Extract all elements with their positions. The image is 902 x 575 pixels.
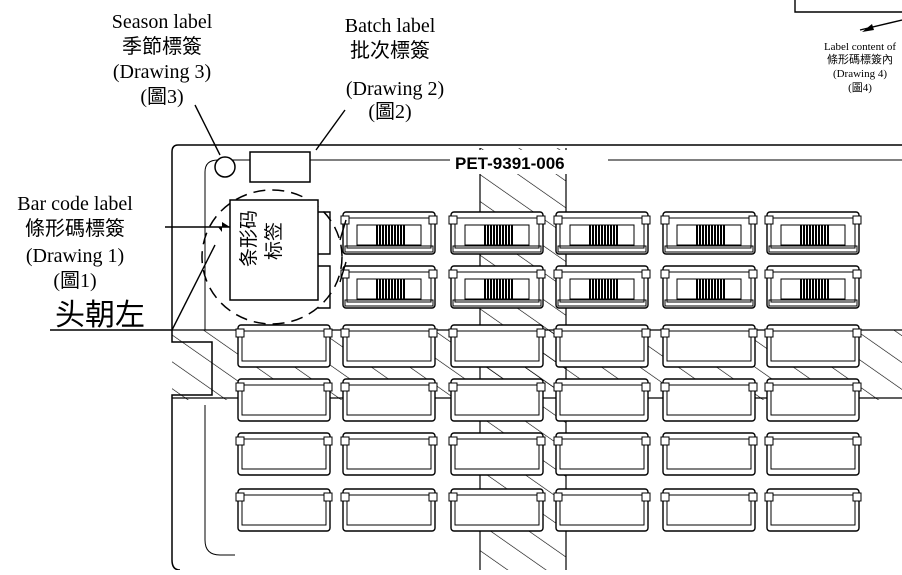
part-number: PET-9391-006 [455,154,565,173]
svg-text:Season label: Season label [112,11,213,33]
svg-text:(圖1): (圖1) [53,270,96,292]
sticker-text-col1: 条形码 [238,210,260,267]
pocket [660,211,758,255]
orientation-text: 头朝左 [55,299,145,332]
svg-text:(Drawing 4): (Drawing 4) [833,68,887,80]
pocket [448,265,546,309]
svg-text:批次標簽: 批次標簽 [350,39,430,62]
pocket [235,378,333,422]
pocket [553,211,651,255]
barcode-sticker: 条形码 标签 [229,199,319,301]
svg-text:條形碼標簽: 條形碼標簽 [25,217,125,240]
svg-text:Batch label: Batch label [345,15,436,37]
pocket [235,488,333,532]
pocket [553,324,651,368]
pocket [340,432,438,476]
svg-text:(Drawing 1): (Drawing 1) [26,245,124,267]
season-label-callout: Season label 季節標簽 (Drawing 3) (圖3) [112,11,213,108]
season-label-marker [214,156,236,178]
pocket [448,488,546,532]
batch-label-marker [249,151,311,183]
svg-text:Label content of: Label content of [824,41,896,53]
svg-text:(圖4): (圖4) [848,81,872,94]
pocket [553,265,651,309]
svg-text:(圖2): (圖2) [368,101,411,123]
pocket [448,432,546,476]
pocket [764,488,862,532]
batch-label-callout: Batch label 批次標簽 (Drawing 2) (圖2) [345,15,444,123]
pocket [553,432,651,476]
svg-text:季節標簽: 季節標簽 [122,35,202,58]
leader-lines [50,0,902,331]
sticker-text-col2: 标签 [263,222,285,260]
pocket [764,211,862,255]
pocket [660,265,758,309]
pocket [660,488,758,532]
pocket [448,211,546,255]
pocket [553,488,651,532]
pocket [660,378,758,422]
pocket [764,265,862,309]
pocket [764,432,862,476]
pocket [340,324,438,368]
pocket-grid [235,211,862,532]
barcode-label-callout: Bar code label 條形碼標簽 (Drawing 1) (圖1) [17,193,133,292]
pocket [764,378,862,422]
svg-text:(Drawing 3): (Drawing 3) [113,61,211,83]
svg-text:(圖3): (圖3) [140,86,183,108]
pocket [235,324,333,368]
label-content-callout: Label content of 條形碼標簽內 (Drawing 4) (圖4) [824,41,896,94]
pocket [340,378,438,422]
pocket [660,324,758,368]
pocket [660,432,758,476]
pocket [340,265,438,309]
pocket [340,211,438,255]
pocket [764,324,862,368]
pocket [448,324,546,368]
pocket [553,378,651,422]
pocket [340,488,438,532]
svg-text:Bar code label: Bar code label [17,193,133,215]
pocket [448,378,546,422]
svg-text:(Drawing 2): (Drawing 2) [346,78,444,100]
barcode-highlight-ellipse [201,189,343,325]
svg-text:條形碼標簽內: 條形碼標簽內 [827,52,893,66]
pocket [235,432,333,476]
pocket [318,211,331,255]
